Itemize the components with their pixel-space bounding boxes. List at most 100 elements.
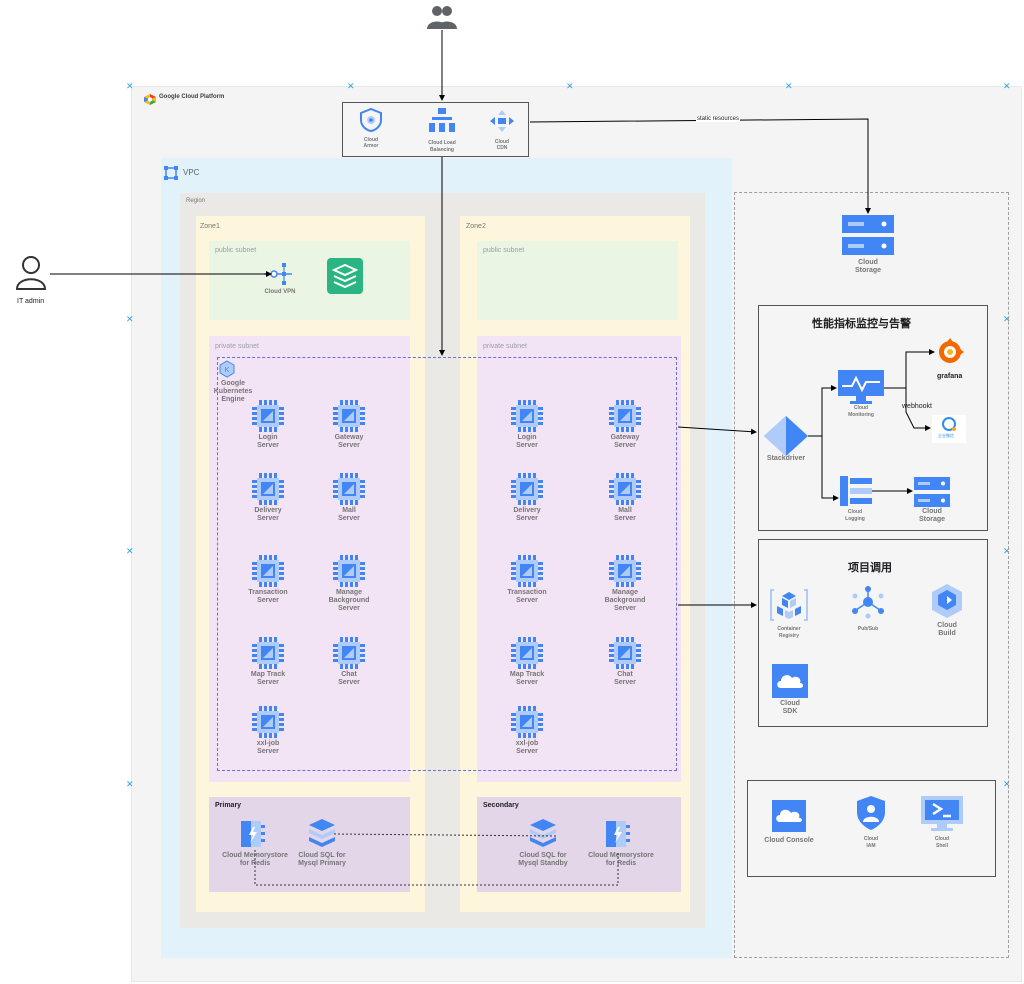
zone2-db-title: Secondary <box>483 802 519 809</box>
canvas-marker: ✕ <box>126 81 134 91</box>
edge-services-box <box>342 102 529 157</box>
server-label: Transaction Server <box>248 589 288 604</box>
stack-logo-icon <box>327 258 363 299</box>
server-label: Manage Background Server <box>328 589 370 612</box>
cloud-logging-icon <box>840 476 872 511</box>
gke-cluster-outline <box>217 357 677 771</box>
server-label: Chat Server <box>614 671 636 686</box>
canvas-marker: ✕ <box>566 81 574 91</box>
canvas-marker: ✕ <box>347 81 355 91</box>
zone2-label: Zone2 <box>466 223 486 230</box>
cdn-label: Cloud CDN <box>494 139 510 151</box>
stackdriver-label: Stackdriver <box>766 455 806 462</box>
zone2-db-subnet <box>477 797 681 892</box>
cloud-iam-label: Cloud IAM <box>863 836 879 849</box>
server-label: Login Server <box>257 434 279 449</box>
server-chip-icon <box>607 553 643 589</box>
server-chip-icon <box>607 635 643 671</box>
container-registry-icon <box>770 588 808 627</box>
server-label: Delivery Server <box>254 507 282 522</box>
server-label: Map Track Server <box>250 671 286 686</box>
cloud-storage-inner-label: Cloud Storage <box>918 508 946 523</box>
server-chip-icon <box>250 398 286 434</box>
static-resources-label: static resources <box>696 116 741 122</box>
server-label: Mall Server <box>614 507 636 522</box>
canvas-marker: ✕ <box>126 546 134 556</box>
load-balancing-label: Cloud Load Balancing <box>428 140 456 153</box>
memorystore-primary-label: Cloud Memorystore for Redis <box>222 852 288 867</box>
server-chip-icon <box>250 704 286 740</box>
cloud-shell-label: Cloud Shell <box>934 836 950 849</box>
zone1-label: Zone1 <box>200 223 220 230</box>
alert-app-label: 企业微信 <box>938 433 954 438</box>
project-title: 项目调用 <box>848 562 892 574</box>
svg-text:K: K <box>225 367 230 374</box>
zone2-private-subnet-label: private subnet <box>483 343 527 350</box>
zone2-public-subnet <box>477 241 678 320</box>
it-admin-label: IT admin <box>17 298 45 305</box>
cloud-logging-label: Cloud Logging <box>845 509 865 522</box>
cloud-sql-primary-icon <box>309 819 335 852</box>
server-chip-icon <box>509 398 545 434</box>
server-chip-icon <box>250 553 286 589</box>
vpc-label: VPC <box>183 168 200 177</box>
server-chip-icon <box>509 635 545 671</box>
cloud-vpn-label: Cloud VPN <box>264 289 296 295</box>
monitoring-title: 性能指标监控与告警 <box>812 318 911 330</box>
canvas-marker: ✕ <box>1003 314 1011 324</box>
canvas-marker: ✕ <box>126 314 134 324</box>
server-label: Mall Server <box>338 507 360 522</box>
stackdriver-icon <box>764 416 808 461</box>
canvas-marker: ✕ <box>785 81 793 91</box>
cloud-console-icon <box>772 800 806 837</box>
gke-label: Google Kubernetes Engine <box>213 380 253 403</box>
server-chip-icon <box>509 704 545 740</box>
vpc-icon <box>164 166 178 185</box>
zone1-public-subnet <box>209 241 410 320</box>
cloud-armor-icon <box>359 107 383 137</box>
server-chip-icon <box>509 471 545 507</box>
canvas-marker: ✕ <box>126 779 134 789</box>
zone2-public-subnet-label: public subnet <box>483 247 525 254</box>
cloud-storage-top-icon <box>842 215 894 260</box>
server-chip-icon <box>331 471 367 507</box>
server-label: Transaction Server <box>507 589 547 604</box>
server-label: Chat Server <box>338 671 360 686</box>
gke-icon: K <box>219 360 235 382</box>
memorystore-primary-icon <box>239 819 267 854</box>
cloud-storage-top-label: Cloud Storage <box>854 259 882 274</box>
cloud-shell-icon <box>921 796 963 837</box>
server-label: Map Track Server <box>509 671 545 686</box>
load-balancing-icon <box>429 108 455 137</box>
server-label: Gateway Server <box>334 434 364 449</box>
container-registry-label: Container Registry <box>777 626 801 639</box>
server-chip-icon <box>607 471 643 507</box>
gcp-title: Google Cloud Platform <box>159 94 225 100</box>
server-chip-icon <box>250 635 286 671</box>
cloud-storage-inner-icon <box>914 477 950 512</box>
server-label: xxl-job Server <box>515 740 539 755</box>
server-label: Manage Background Server <box>604 589 646 612</box>
cloud-sql-standby-label: Cloud SQL for Mysql Standby <box>518 852 568 867</box>
cloud-armor-label: Cloud Armor <box>363 137 379 149</box>
server-chip-icon <box>331 398 367 434</box>
webhook-label: webhookt <box>902 403 932 410</box>
cloud-sdk-label: Cloud SDK <box>780 700 800 715</box>
cloud-build-label: Cloud Build <box>937 622 957 637</box>
cloud-sql-standby-icon <box>530 819 556 852</box>
zone1-public-subnet-label: public subnet <box>215 247 257 254</box>
canvas-marker: ✕ <box>1003 779 1011 789</box>
server-chip-icon <box>509 553 545 589</box>
server-chip-icon <box>331 635 367 671</box>
cloud-console-label: Cloud Console <box>764 837 814 844</box>
server-label: Login Server <box>516 434 538 449</box>
canvas-marker: ✕ <box>1003 546 1011 556</box>
server-chip-icon <box>331 553 367 589</box>
server-label: xxl-job Server <box>256 740 280 755</box>
region-label: Region <box>186 198 206 204</box>
pubsub-icon <box>850 586 886 623</box>
grafana-label: grafana <box>937 373 963 380</box>
zone1-private-subnet <box>209 336 410 782</box>
memorystore-secondary-icon <box>604 819 632 854</box>
users-icon <box>427 5 457 34</box>
